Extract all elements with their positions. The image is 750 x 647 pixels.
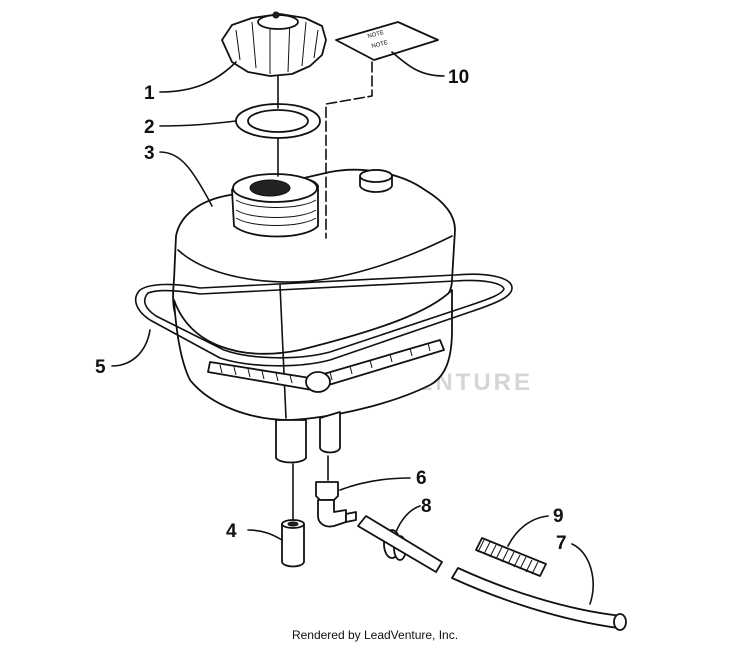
label-plate-line2: NOTE <box>371 40 389 50</box>
callout-8: 8 <box>421 496 432 517</box>
callout-10: 10 <box>448 67 469 88</box>
elbow-fitting <box>315 481 357 528</box>
rubber-sleeve <box>281 519 305 568</box>
gasket-ring <box>235 103 321 139</box>
callout-5: 5 <box>95 357 106 378</box>
callout-9: 9 <box>553 506 564 527</box>
spring-guard <box>475 537 547 577</box>
callout-6: 6 <box>416 468 427 489</box>
label-plate-line1: NOTE <box>367 30 385 40</box>
reservoir-tank <box>172 168 456 464</box>
leader-lines <box>111 51 594 605</box>
callout-2: 2 <box>144 117 155 138</box>
callout-7: 7 <box>556 533 567 554</box>
mounting-strap <box>134 273 513 393</box>
label-plate: NOTE NOTE <box>335 21 439 61</box>
callout-3: 3 <box>144 143 155 164</box>
fuel-hose <box>357 515 627 631</box>
callout-1: 1 <box>144 83 155 104</box>
footer-credit: Rendered by LeadVenture, Inc. <box>291 628 459 642</box>
fuel-cap <box>221 11 327 77</box>
callout-4: 4 <box>226 521 237 542</box>
